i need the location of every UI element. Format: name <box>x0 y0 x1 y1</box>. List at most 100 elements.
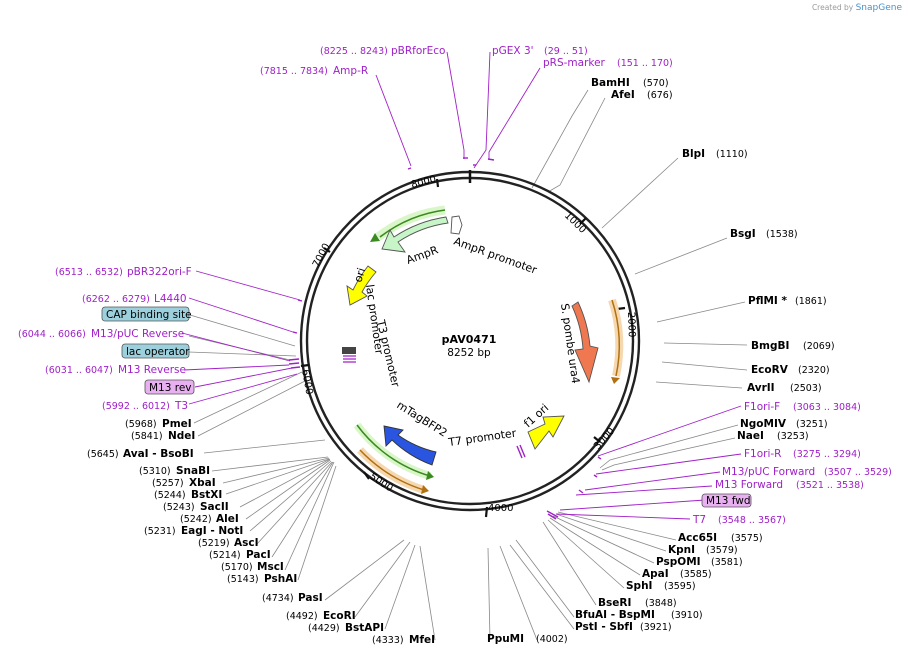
enzyme-mfei-pos: (4333) <box>372 635 404 646</box>
feature-f1ori-f: F1ori-F <box>744 401 780 413</box>
enzyme-bstapi-pos: (4429) <box>308 623 340 634</box>
enzyme-afei: AfeI <box>611 89 635 101</box>
feature-m13-puc-reverse: M13/pUC Reverse <box>91 328 184 340</box>
enzyme-bseri-pos: (3848) <box>645 598 677 609</box>
label-ampr-promoter: AmpR promoter <box>452 235 539 277</box>
mtagbfp2-arrow <box>383 425 437 466</box>
feature-prs-marker: pRS-marker <box>543 57 606 69</box>
mtag-green-line <box>356 424 431 477</box>
enzyme-asci-pos: (5219) <box>198 538 230 549</box>
enzyme-bamhi: BamHI <box>591 77 630 89</box>
enzyme-xbai-pos: (5257) <box>152 478 184 489</box>
enzyme-avai-bsobi-pos: (5645) <box>87 449 119 460</box>
enzyme-bstapi: BstAPI <box>345 622 384 634</box>
enzyme-psti-sbfi: PstI - SbfI <box>575 621 633 633</box>
feature-pbrforeco: pBRforEco <box>391 45 445 57</box>
enzyme-psti-sbfi-pos: (3921) <box>640 622 672 633</box>
tick-6000: 6000 <box>299 369 314 396</box>
feature-t7-pos: (3548 .. 3567) <box>718 515 786 526</box>
enzyme-pflmi-pos: (1861) <box>795 296 827 307</box>
lac-operator-box <box>342 347 356 354</box>
tick-8000: 8000 <box>410 174 437 191</box>
feature-t3: T3 <box>174 400 188 412</box>
tick-2000: 2000 <box>625 312 637 338</box>
enzyme-bsgi-pos: (1538) <box>766 229 798 240</box>
enzyme-msci-pos: (5170) <box>221 562 253 573</box>
enzyme-pflmi: PflMI * <box>748 295 787 307</box>
leader-lines <box>188 89 748 641</box>
enzyme-ppumi-label: PpuMI <box>487 633 524 645</box>
enzyme-sacii-pos: (5243) <box>163 502 195 513</box>
feature-f1ori-r-pos: (3275 .. 3294) <box>793 449 861 460</box>
plasmid-name: pAV0471 <box>442 333 497 346</box>
feature-leader-lines <box>181 51 742 520</box>
bottom-left-enzyme-labels: (4333)MfeI (4429)BstAPI (4492)EcoRI (473… <box>87 418 435 646</box>
enzyme-acc65i-pos: (3575) <box>731 533 763 544</box>
ampr-promoter-arrow <box>450 215 463 235</box>
enzyme-sacii: SacII <box>200 501 229 513</box>
feature-f1ori-r: F1ori-R <box>744 448 781 460</box>
tick-4000: 4000 <box>488 503 513 514</box>
enzyme-paci-pos: (5214) <box>209 550 241 561</box>
enzyme-avrii: AvrII <box>747 382 775 394</box>
mtag-orange-line <box>359 449 425 491</box>
enzyme-bfuai-bspmi: BfuAI - BspMI <box>575 609 655 621</box>
feature-pgex3: pGEX 3' <box>492 45 534 57</box>
enzyme-pmei: PmeI <box>162 418 192 430</box>
enzyme-snabi-pos: (5310) <box>139 466 171 477</box>
feature-t3-pos: (5992 .. 6012) <box>102 401 170 412</box>
enzyme-avrii-pos: (2503) <box>790 383 822 394</box>
feature-amp-r-pos: (7815 .. 7834) <box>260 66 328 77</box>
enzyme-kpni: KpnI <box>668 544 695 556</box>
label-ori: ori <box>351 266 368 284</box>
ori-arrow <box>346 265 377 306</box>
feature-m13-forward-pos: (3521 .. 3538) <box>796 480 864 491</box>
feature-m13-fwd: M13 fwd <box>706 495 751 507</box>
primer-marks <box>288 157 602 520</box>
enzyme-snabi: SnaBI <box>176 465 210 477</box>
snapgene-logo: SnapGene <box>855 3 902 13</box>
feature-m13-rev-badge <box>144 379 195 395</box>
enzyme-naei-pos: (3253) <box>777 431 809 442</box>
label-mtagbfp2: mTagBFP2 <box>394 399 449 440</box>
enzyme-pmei-pos: (5968) <box>125 419 157 430</box>
enzyme-bmgbi-pos: (2069) <box>803 341 835 352</box>
ura4-band-arrowhead <box>611 377 620 384</box>
enzyme-pshai: PshAI <box>264 573 297 585</box>
plasmid-size: 8252 bp <box>447 347 491 359</box>
enzyme-bsgi: BsgI <box>730 228 756 240</box>
enzyme-ecori-pos: (4492) <box>286 611 318 622</box>
ampr-band-line <box>379 209 446 238</box>
tick-1000: 1000 <box>562 210 588 236</box>
feature-m13-fwd-badge <box>701 493 752 508</box>
enzyme-ecorv: EcoRV <box>751 364 789 376</box>
ura4-band-line <box>611 299 620 377</box>
enzyme-blpi-pos: (1110) <box>716 149 748 160</box>
feature-m13-rev: M13 rev <box>149 382 192 394</box>
feature-m13-puc-forward-pos: (3507 .. 3529) <box>824 467 892 478</box>
enzyme-ppumi-label-pos: (4002) <box>536 634 568 645</box>
tick-7000: 7000 <box>311 242 333 270</box>
feature-m13-reverse-pos: (6031 .. 6047) <box>45 365 113 376</box>
feature-lac-operator: lac operator <box>126 346 190 358</box>
feature-m13-reverse: M13 Reverse <box>118 364 186 376</box>
enzyme-bstxi: BstXI <box>191 489 222 501</box>
enzyme-ecori: EcoRI <box>323 610 356 622</box>
feature-m13-puc-reverse-pos: (6044 .. 6066) <box>18 329 86 340</box>
enzyme-xbai: XbaI <box>189 477 216 489</box>
right-enzyme-labels: BamHI(570) AfeI(676) BlpI(1110) BsgI(153… <box>591 77 835 442</box>
enzyme-pspomi-pos: (3581) <box>711 557 743 568</box>
enzyme-apai-pos: (3585) <box>680 569 712 580</box>
enzyme-sphi-pos: (3595) <box>664 581 696 592</box>
feature-f1ori-f-pos: (3063 .. 3084) <box>793 402 861 413</box>
enzyme-alei-pos: (5242) <box>180 514 212 525</box>
snapgene-credit: Created by SnapGene <box>811 3 902 13</box>
feature-amp-r: Amp-R <box>333 65 368 77</box>
f1-ori-arrow <box>527 415 565 450</box>
enzyme-pspomi: PspOMI <box>656 556 701 568</box>
feature-cap-badge <box>101 306 190 322</box>
feature-pbr322ori-f-pos: (6513 .. 6532) <box>55 267 123 278</box>
enzyme-ndei-pos: (5841) <box>131 431 163 442</box>
ampr-band-arrowhead <box>370 233 380 242</box>
enzyme-eagi-noti: EagI - NotI <box>181 525 243 537</box>
